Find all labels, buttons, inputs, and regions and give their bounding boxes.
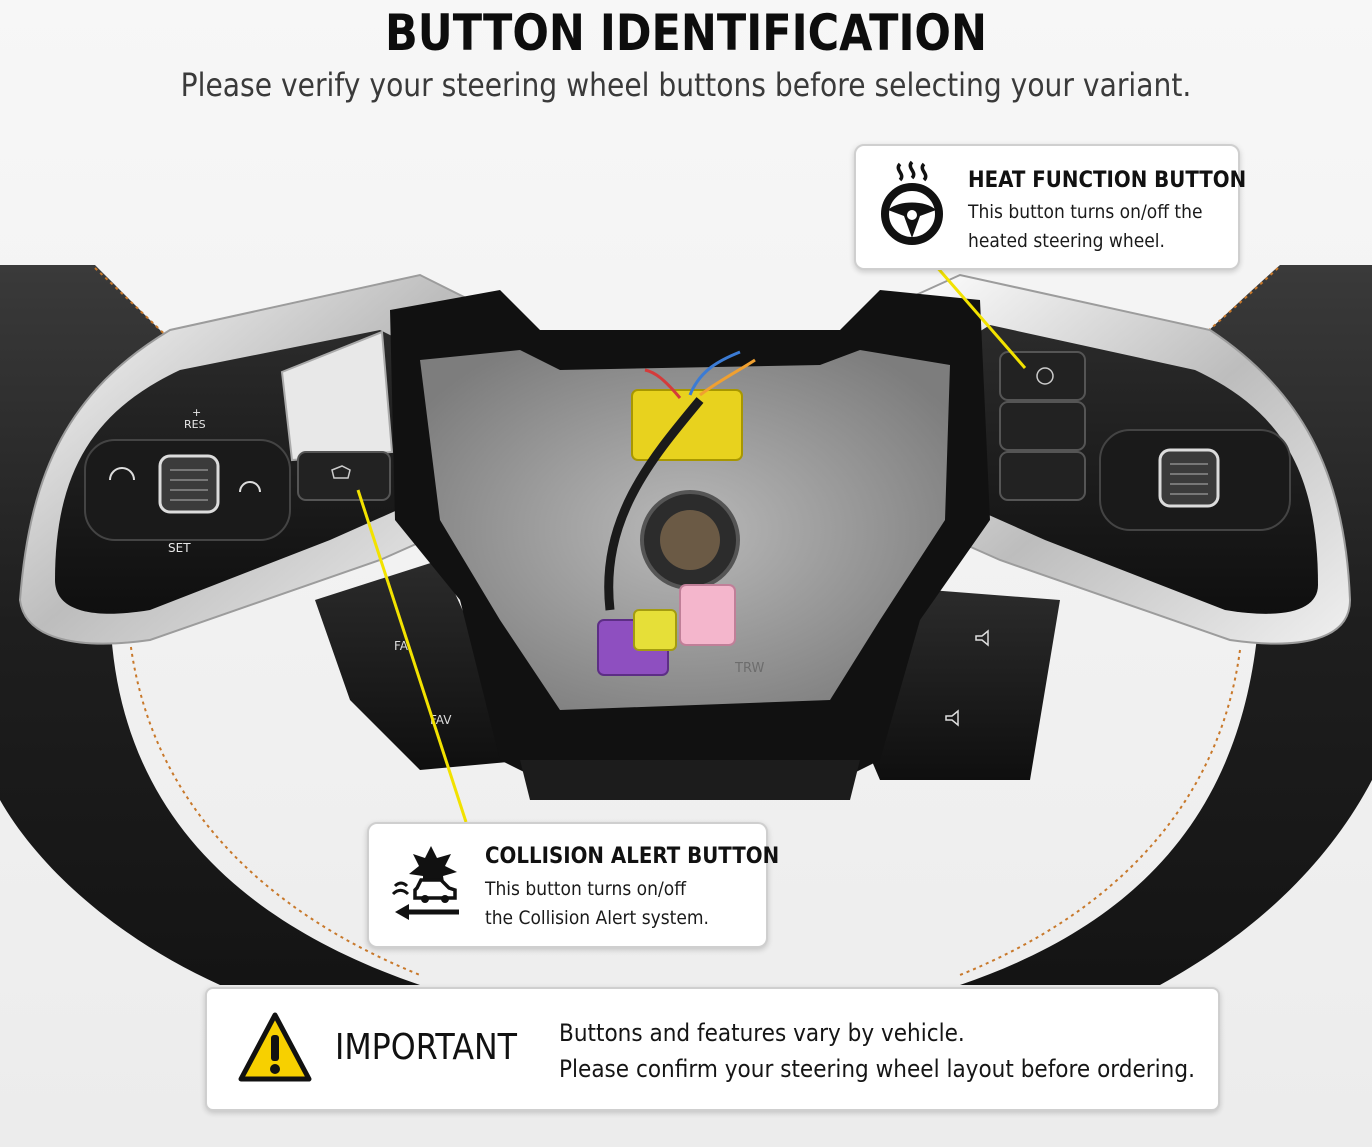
- res-label: RES: [184, 418, 206, 431]
- important-notice: IMPORTANT Buttons and features vary by v…: [205, 987, 1220, 1111]
- yellow-connector: [631, 389, 743, 461]
- collision-alert-physical-button[interactable]: [297, 451, 391, 501]
- yellow-small-connector: [633, 609, 677, 651]
- fav-upper-label: FA: [394, 639, 409, 653]
- heat-callout-title: HEAT FUNCTION BUTTON: [968, 168, 1247, 193]
- collision-alert-icon: [391, 846, 459, 920]
- volume-up-icon: [975, 629, 989, 647]
- heat-callout-line1: This button turns on/off the: [968, 201, 1203, 223]
- set-label: SET: [168, 541, 191, 555]
- silver-paddle-button[interactable]: [280, 330, 394, 462]
- airbag-mark: TRW: [734, 661, 764, 676]
- important-line1: Buttons and features vary by vehicle.: [559, 1019, 965, 1047]
- important-line2: Please confirm your steering wheel layou…: [559, 1055, 1195, 1083]
- lane-assist-button[interactable]: [999, 401, 1086, 451]
- collision-alert-callout: COLLISION ALERT BUTTON This button turns…: [367, 822, 779, 948]
- volume-down-icon: [945, 709, 959, 727]
- cruise-cancel-icon: [109, 467, 135, 481]
- heated-steering-wheel-icon: [881, 160, 943, 245]
- bottom-spoke: [520, 760, 860, 800]
- pink-connector: [679, 584, 736, 646]
- page-subtitle: Please verify your steering wheel button…: [180, 66, 1192, 104]
- driver-assist-button[interactable]: [999, 451, 1086, 501]
- page-title: BUTTON IDENTIFICATION: [384, 4, 987, 62]
- res-plus: +: [192, 406, 201, 419]
- left-thumb-roller[interactable]: [158, 454, 220, 514]
- collision-callout-title: COLLISION ALERT BUTTON: [485, 844, 780, 869]
- left-lower-pod: [315, 560, 530, 770]
- adaptive-cruise-icon: [239, 481, 261, 493]
- warning-triangle-icon: [238, 1012, 312, 1082]
- heat-callout-line2: heated steering wheel.: [968, 230, 1165, 252]
- important-label: IMPORTANT: [335, 1027, 518, 1068]
- collision-leader-line: [356, 489, 468, 823]
- wiring-harness: [604, 397, 704, 611]
- collision-callout-line2: the Collision Alert system.: [485, 907, 709, 929]
- fav-lower-label: FAV: [430, 713, 452, 727]
- collision-callout-line1: This button turns on/off: [485, 878, 686, 900]
- heat-physical-button[interactable]: [999, 351, 1086, 401]
- important-text: Buttons and features vary by vehicle. Pl…: [559, 1015, 1195, 1087]
- heat-function-callout: HEAT FUNCTION BUTTON This button turns o…: [854, 144, 1246, 270]
- right-thumb-roller[interactable]: [1158, 448, 1220, 508]
